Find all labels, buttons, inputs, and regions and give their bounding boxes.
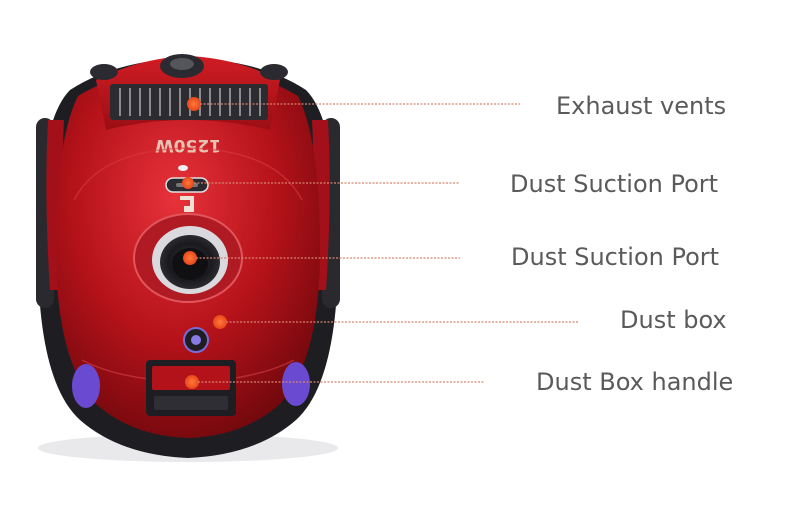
left-knob-icon — [90, 64, 118, 80]
right-knob-icon — [260, 64, 288, 80]
callout-dot-dust-box — [213, 315, 227, 329]
right-purple-pad — [282, 362, 310, 406]
callout-lines — [194, 103, 578, 383]
callout-dot-suction-main — [183, 251, 197, 265]
left-purple-pad — [72, 364, 100, 408]
brand-logo-icon — [180, 196, 194, 212]
callout-label-exhaust-vents: Exhaust vents — [556, 92, 727, 120]
callout-label-dust-suction-port-top: Dust Suction Port — [510, 170, 719, 198]
callout-dot-dust-box-handle — [185, 375, 199, 389]
callout-dot-suction-top — [182, 177, 194, 189]
callout-label-dust-box: Dust box — [620, 306, 727, 334]
wattage-marking: 1250W — [155, 135, 221, 155]
callout-dot-exhaust — [187, 97, 201, 111]
callout-label-dust-suction-port-main: Dust Suction Port — [511, 243, 720, 271]
callout-label-dust-box-handle: Dust Box handle — [536, 368, 734, 396]
